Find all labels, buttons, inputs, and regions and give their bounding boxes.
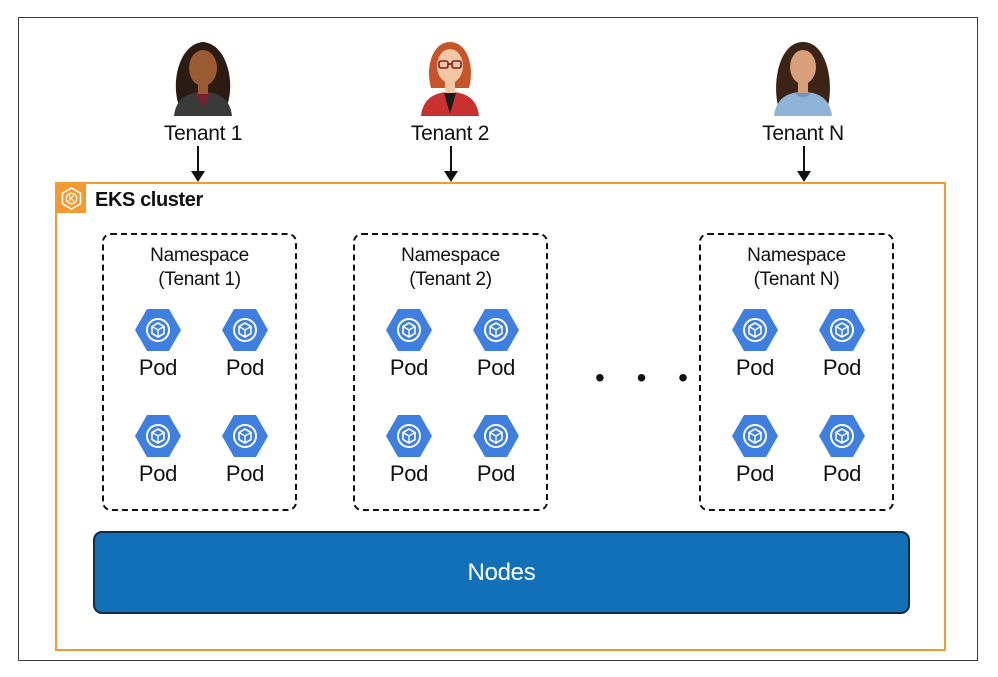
arrow-down [797,146,811,182]
pod-cube-icon [386,415,432,457]
tenant-label: Tenant 2 [410,122,490,145]
pod: Pod [205,413,285,487]
namespace-title: Namespace (Tenant N) [747,245,846,290]
namespace-tenant-n: Namespace (Tenant N) Pod Pod Pod Pod [699,233,894,511]
pod-cube-icon [386,309,432,351]
pod: Pod [118,413,198,487]
pod-cube-icon [135,309,181,351]
pod-label: Pod [476,461,516,486]
person-avatar-icon [774,42,832,116]
svg-text:K: K [69,195,75,204]
arrow-down [191,146,205,182]
pod: Pod [369,307,449,381]
pod-cube-icon [732,309,778,351]
pod-label: Pod [225,461,265,486]
namespace-tenant-1: Namespace (Tenant 1) Pod Pod Pod Pod [102,233,297,511]
pod-cube-icon [732,415,778,457]
pod-label: Pod [225,355,265,380]
pod-label: Pod [735,355,775,380]
namespace-title: Namespace (Tenant 2) [401,245,500,290]
pod-label: Pod [822,461,862,486]
tenant-1: Tenant 1 [143,36,263,146]
nodes-label: Nodes [467,558,536,586]
pod-cube-icon [473,309,519,351]
pod-cube-icon [222,415,268,457]
tenant-2: Tenant 2 [390,36,510,146]
arrow-down [444,146,458,182]
pod-cube-icon [222,309,268,351]
person-avatar-icon [421,42,479,116]
pod-label: Pod [735,461,775,486]
pod: Pod [802,413,882,487]
pod: Pod [456,307,536,381]
pod: Pod [802,307,882,381]
cluster-label: EKS cluster [95,189,203,211]
pod-label: Pod [822,355,862,380]
pod: Pod [205,307,285,381]
pod: Pod [369,413,449,487]
pod-cube-icon [473,415,519,457]
namespace-tenant-2: Namespace (Tenant 2) Pod Pod Pod Pod [353,233,548,511]
ellipsis: • • • [595,362,700,393]
pod-cube-icon [819,415,865,457]
eks-logo-icon: K [57,184,86,213]
pod-label: Pod [138,461,178,486]
tenant-label: Tenant 1 [163,122,243,145]
person-avatar-icon [174,42,232,116]
pod: Pod [715,307,795,381]
tenant-label: Tenant N [762,122,844,145]
tenant-n: Tenant N [743,36,863,146]
pod-label: Pod [476,355,516,380]
eks-cluster: K EKS cluster [55,182,946,651]
pod-cube-icon [135,415,181,457]
pod-label: Pod [389,461,429,486]
pod-label: Pod [389,355,429,380]
namespace-title: Namespace (Tenant 1) [150,245,249,290]
pod: Pod [715,413,795,487]
nodes-bar: Nodes [93,531,910,614]
pod: Pod [118,307,198,381]
pod-cube-icon [819,309,865,351]
pod: Pod [456,413,536,487]
pod-label: Pod [138,355,178,380]
